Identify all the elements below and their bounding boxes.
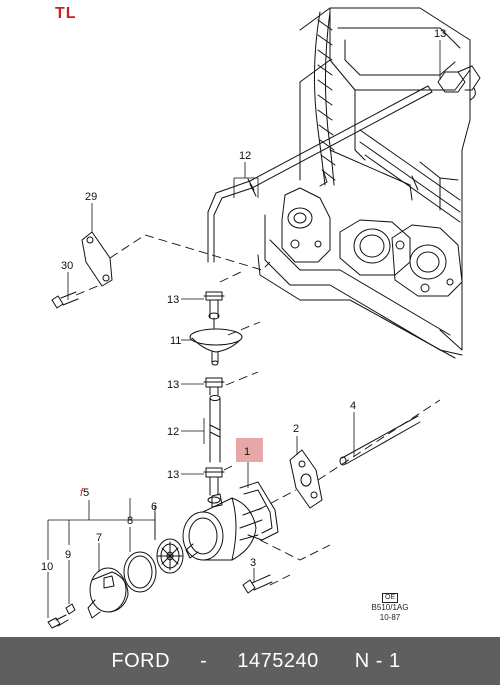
callout-5: f5 [80, 487, 89, 499]
callout-1: 1 [244, 446, 250, 458]
callout-29: 29 [85, 191, 97, 203]
callout-4: 4 [350, 400, 356, 412]
callout-5-prefix: f [80, 487, 84, 499]
part-footer-bar: FORD - 1475240 N - 1 [0, 637, 500, 685]
drawing-code: OE B510/1AG 10-87 [368, 592, 412, 623]
callout-30: 30 [61, 260, 73, 272]
callout-7: 7 [96, 532, 102, 544]
cover-plate-part-29 [81, 231, 113, 287]
part-1-highlight [236, 438, 263, 462]
gasket-part-2 [289, 449, 323, 509]
callout-8: 8 [127, 515, 133, 527]
screw-part-10 [47, 614, 69, 629]
footer-part-reference: FORD - 1475240 [99, 650, 330, 673]
footer-brand: FORD [111, 649, 171, 672]
drawing-code-date: 10-87 [379, 613, 401, 622]
callout-10: 10 [41, 561, 53, 573]
footer-part-number: 1475240 [237, 649, 319, 672]
vacuum-hose-upper [207, 85, 433, 263]
callout-11: 11 [170, 335, 181, 347]
callout-6: 6 [151, 501, 157, 513]
rod-part-4 [339, 415, 421, 466]
bolt-part-3 [242, 574, 273, 594]
clip-part-9 [65, 603, 76, 615]
diaphragm-part-6 [156, 538, 184, 574]
corner-code: TL [55, 5, 77, 22]
callout-9: 9 [65, 549, 71, 561]
drawing-code-number: B510/1AG [371, 603, 409, 612]
callout-13-top: 13 [434, 28, 446, 40]
cover-part-7 [87, 567, 129, 619]
callout-2: 2 [293, 423, 299, 435]
engine-block-drawing [257, 7, 481, 359]
callout-12-lower: 12 [167, 426, 179, 438]
callout-12-upper: 12 [239, 150, 251, 162]
callout-13-upper: 13 [167, 294, 179, 306]
drawing-code-box: OE [381, 593, 399, 603]
callout-13-middle: 13 [167, 379, 179, 391]
footer-separator: - [200, 649, 208, 672]
footer-page: N - 1 [354, 649, 401, 672]
callout-13-lower: 13 [167, 469, 179, 481]
seal-ring-part-8 [123, 551, 157, 593]
bolt-part-30 [51, 291, 79, 309]
vacuum-line-stack [189, 291, 243, 496]
exploded-parts-diagram: 13 12 29 30 13 11 13 12 13 1 2 4 3 f5 6 … [41, 7, 481, 629]
callout-3: 3 [250, 557, 256, 569]
vacuum-unit-part-1 [182, 481, 279, 561]
